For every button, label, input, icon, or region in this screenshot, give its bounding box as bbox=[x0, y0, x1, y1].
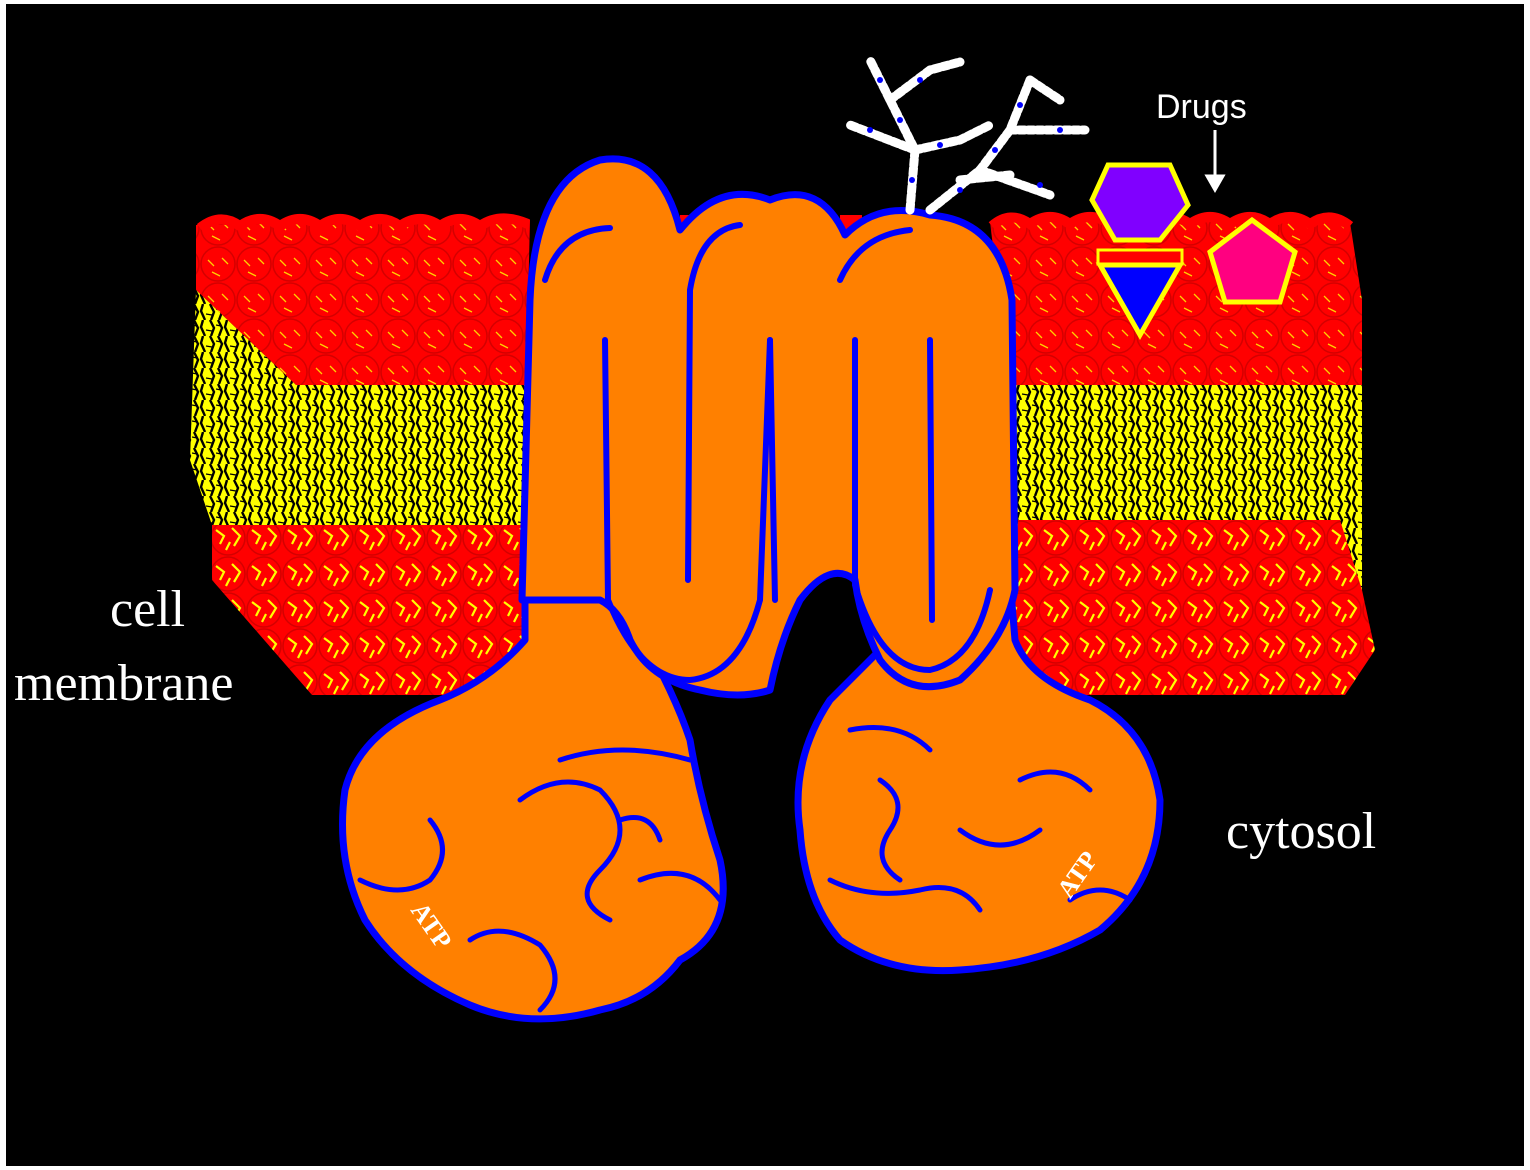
cytosol-label: cytosol bbox=[1226, 802, 1376, 861]
membrane-right bbox=[990, 217, 1375, 695]
inner-leaflet-left-heads bbox=[212, 525, 526, 695]
drugs-label: Drugs bbox=[1156, 88, 1247, 127]
inner-leaflet-right-heads bbox=[1010, 520, 1375, 695]
membrane-diagram: ATP ATP bbox=[6, 4, 1524, 1166]
outer-leaflet-right-heads bbox=[990, 222, 1362, 385]
down-arrow-icon bbox=[1207, 130, 1223, 190]
cell-membrane-label-line1: cell bbox=[110, 580, 185, 639]
cell-membrane-label-line2: membrane bbox=[14, 654, 233, 713]
glycan-chain-icon bbox=[850, 60, 1085, 210]
diagram-frame: ATP ATP bbox=[6, 4, 1524, 1166]
membrane-left bbox=[190, 218, 530, 695]
